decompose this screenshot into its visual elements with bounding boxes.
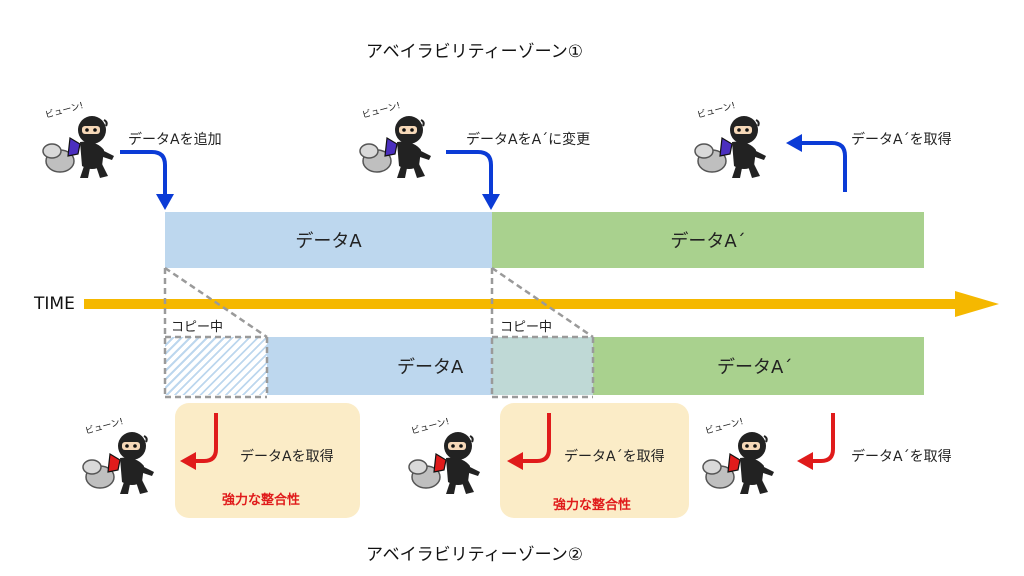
red-arrowhead-get-a-prime-1 — [507, 452, 523, 470]
action-get-a-prime-1: データA´を取得 — [564, 449, 665, 465]
zone1-bar-data-a: データA — [165, 212, 492, 268]
action-get-a-prime-2: データA´を取得 — [851, 449, 952, 465]
blue-arrowhead-get — [786, 134, 802, 152]
ninja-icon-3 — [694, 99, 767, 179]
blue-arrow-add — [120, 150, 167, 196]
strong-consistency-label-2: 強力な整合性 — [553, 498, 632, 513]
zone2-copy-region-1 — [165, 337, 267, 395]
ninja-icon-2 — [359, 99, 432, 179]
action-get-data-a: データAを取得 — [240, 449, 334, 465]
red-arrow-get-a-prime-1 — [521, 413, 551, 463]
red-arrow-get-a — [194, 413, 218, 463]
red-arrowhead-get-a — [180, 452, 196, 470]
strong-consistency-label-1: 強力な整合性 — [222, 493, 301, 508]
action-get-a-prime-top: データA´を取得 — [851, 132, 952, 148]
blue-arrow-get — [800, 141, 847, 192]
copy-label-1: コピー中 — [171, 320, 224, 335]
red-arrow-get-a-prime-2 — [811, 413, 835, 463]
time-label: TIME — [34, 294, 75, 314]
zone1-title: アベイラビリティーゾーン① — [366, 42, 584, 62]
action-change-a-to-a-prime: データAをA´に変更 — [466, 132, 591, 148]
copy-dashed-lines-1 — [163, 266, 269, 399]
ninja-icon-1 — [42, 99, 115, 179]
ninja-icon-6 — [702, 415, 775, 495]
copy-dashed-lines-2 — [490, 266, 595, 399]
action-add-data-a: データAを追加 — [128, 132, 222, 148]
zone1-bar-data-a-prime: データA´ — [492, 212, 924, 268]
blue-arrowhead-change — [482, 194, 500, 210]
red-arrowhead-get-a-prime-2 — [797, 452, 813, 470]
zone2-bar-data-a-label: データA — [397, 357, 464, 378]
blue-arrow-change — [446, 150, 493, 196]
ninja-icon-5 — [408, 415, 481, 495]
zone2-bar-data-a-prime: データA´ — [593, 337, 924, 395]
zone2-copy-region-2 — [492, 337, 593, 395]
ninja-icon-4 — [82, 415, 155, 495]
zone2-title: アベイラビリティーゾーン② — [366, 545, 584, 565]
zone2-bar-data-a-prime-label: データA´ — [717, 357, 793, 378]
time-arrow — [84, 291, 999, 317]
zone1-bar-data-a-label: データA — [295, 231, 362, 252]
zone1-bar-data-a-prime-label: データA´ — [670, 231, 746, 252]
copy-label-2: コピー中 — [500, 320, 553, 335]
zone2-bar-data-a: データA — [267, 337, 492, 395]
blue-arrowhead-add — [156, 194, 174, 210]
